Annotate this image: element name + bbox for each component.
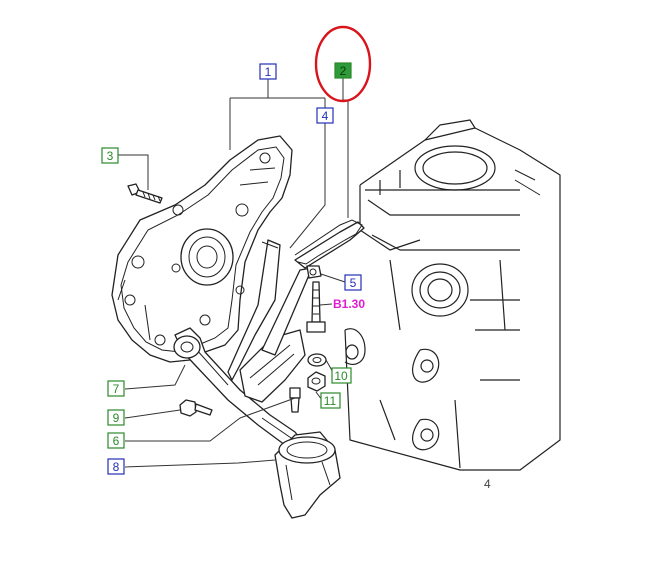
corner-mark: 4 <box>484 477 491 491</box>
gasket <box>261 219 363 265</box>
stud-b130 <box>306 281 326 333</box>
callout-5[interactable]: 5 <box>344 274 362 291</box>
callout-3[interactable]: 3 <box>101 147 119 164</box>
callout-4[interactable]: 4 <box>316 107 334 124</box>
callout-6[interactable]: 6 <box>107 432 125 449</box>
callout-2-label: 2 <box>340 64 347 78</box>
callout-7-label: 7 <box>113 382 120 396</box>
callout-10[interactable]: 10 <box>331 367 352 384</box>
pickup-bracket <box>227 221 365 403</box>
callout-5-label: 5 <box>350 276 357 290</box>
bolt-6 <box>289 387 301 413</box>
nut-11 <box>307 371 326 392</box>
callout-1[interactable]: 1 <box>259 63 277 80</box>
callout-2[interactable]: 2 <box>334 62 352 79</box>
callout-9-label: 9 <box>113 411 120 425</box>
callout-7[interactable]: 7 <box>107 380 125 397</box>
front-cover <box>111 135 293 363</box>
callout-8-label: 8 <box>113 460 120 474</box>
callout-10-label: 10 <box>334 369 348 383</box>
bolt-5 <box>306 265 322 279</box>
callout-11-label: 11 <box>324 394 337 408</box>
callout-3-label: 3 <box>107 149 114 163</box>
torque-spec-label: B1.30 <box>333 297 365 311</box>
callout-9[interactable]: 9 <box>107 409 125 426</box>
callout-4-label: 4 <box>322 109 329 123</box>
callout-11[interactable]: 11 <box>320 392 341 409</box>
highlight-circle <box>314 25 372 103</box>
washer-10 <box>307 353 327 367</box>
oil-strainer <box>274 431 341 519</box>
bolt-9 <box>179 399 213 417</box>
bolt-3 <box>127 183 163 204</box>
callout-1-label: 1 <box>265 65 272 79</box>
callout-6-label: 6 <box>113 434 120 448</box>
engine-block <box>344 119 561 471</box>
callout-8[interactable]: 8 <box>107 458 125 475</box>
